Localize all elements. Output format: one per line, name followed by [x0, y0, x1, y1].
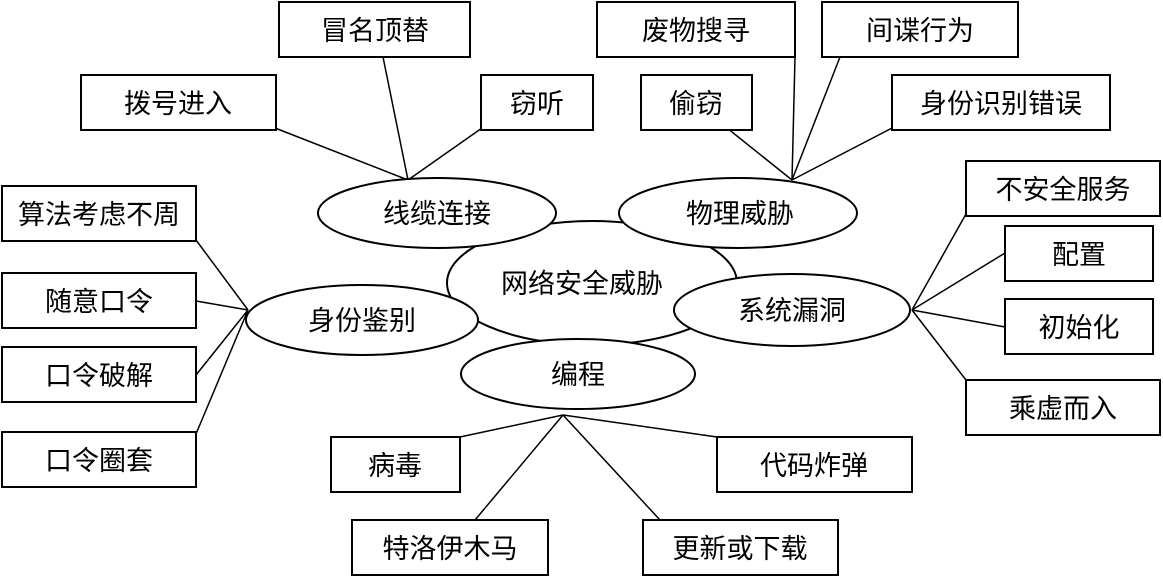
- leaf-label: 口令圈套: [45, 446, 153, 477]
- leaf-label: 窃听: [510, 89, 564, 120]
- leaf-label: 乘虚而入: [1009, 394, 1117, 425]
- leaf-box: [1004, 225, 1154, 282]
- leaf-box: [640, 74, 753, 131]
- category-label-system: 系统漏洞: [738, 296, 846, 327]
- leaf-box: [821, 1, 1019, 58]
- leaf-label: 偷窃: [669, 89, 723, 120]
- leaf-label: 更新或下载: [673, 534, 808, 565]
- category-ellipse-cable: [317, 177, 557, 249]
- leaf-label: 特洛伊木马: [383, 534, 518, 565]
- connector-lines: [192, 56, 1006, 521]
- leaf-box: [330, 436, 461, 493]
- category-label-programming: 编程: [551, 360, 605, 391]
- leaf-label: 随意口令: [45, 287, 153, 318]
- leaf-label: 配置: [1052, 240, 1106, 271]
- leaf-box: [480, 74, 594, 131]
- category-ellipse-system: [673, 273, 911, 347]
- leaf-box: [1, 185, 197, 242]
- leaf-label: 身份识别错误: [920, 89, 1082, 120]
- leaf-label: 不安全服务: [996, 175, 1131, 206]
- leaf-label: 废物搜寻: [642, 16, 750, 47]
- leaf-box: [1, 346, 197, 403]
- category-label-cable: 线缆连接: [383, 199, 491, 230]
- category-label-physical: 物理威胁: [686, 199, 794, 230]
- leaf-box: [965, 379, 1161, 436]
- center-label: 网络安全威胁: [501, 269, 663, 300]
- leaf-label: 算法考虑不周: [18, 200, 180, 231]
- category-ellipse-programming: [460, 338, 696, 410]
- leaf-label: 病毒: [368, 451, 422, 482]
- leaf-label: 拨号进入: [124, 89, 232, 120]
- leaf-box: [278, 1, 471, 58]
- leaf-box: [351, 519, 549, 576]
- leaf-box: [716, 436, 913, 493]
- leaf-box: [596, 1, 796, 58]
- leaf-label: 初始化: [1039, 313, 1120, 344]
- category-ellipse-identity: [245, 284, 479, 356]
- leaf-box: [1, 272, 197, 329]
- leaf-box: [1, 431, 197, 488]
- leaf-box: [80, 74, 277, 131]
- leaf-label: 代码炸弹: [760, 451, 868, 482]
- category-ellipse-physical: [618, 177, 858, 249]
- leaf-label: 间谍行为: [866, 16, 974, 47]
- leaf-box: [965, 160, 1161, 217]
- leaf-box: [1004, 298, 1154, 355]
- leaf-box: [891, 74, 1111, 131]
- leaf-box: [642, 519, 839, 576]
- leaf-label: 冒名顶替: [321, 16, 429, 47]
- leaf-label: 口令破解: [45, 361, 153, 392]
- category-label-identity: 身份鉴别: [308, 306, 416, 337]
